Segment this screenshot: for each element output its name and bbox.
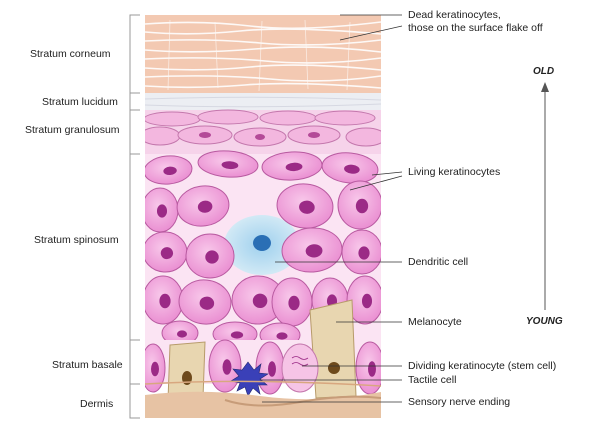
keratinocyte-cell — [276, 183, 334, 229]
keratinocyte-cell — [178, 279, 232, 325]
dendritic-cell-nucleus — [253, 235, 271, 251]
keratinocyte-cell — [145, 187, 179, 233]
stratum-lucidum-layer — [145, 93, 381, 110]
keratinocyte-cell — [231, 275, 285, 325]
label-stratum-spinosum: Stratum spinosum — [34, 234, 119, 246]
label-dividing-keratinocyte: Dividing keratinocyte (stem cell) — [408, 360, 557, 372]
granulosum-cells — [145, 109, 381, 147]
label-flake-off: those on the surface flake off — [408, 22, 543, 34]
keratinocyte-cell — [197, 150, 259, 178]
basal-keratinocyte-cell — [355, 341, 381, 395]
keratinocyte-cell — [161, 320, 199, 346]
label-dendritic-cell: Dendritic cell — [408, 256, 469, 268]
keratinocyte-cell — [337, 180, 381, 230]
tactile-cell — [230, 361, 269, 397]
label-young: YOUNG — [526, 316, 563, 327]
keratinocyte-cell — [145, 275, 184, 325]
label-dermis: Dermis — [80, 398, 114, 410]
label-tactile-cell: Tactile cell — [408, 374, 457, 386]
label-stratum-lucidum: Stratum lucidum — [42, 96, 118, 108]
melanocyte-cell — [167, 341, 206, 401]
keratinocyte-cell — [281, 227, 343, 273]
label-living-keratinocytes: Living keratinocytes — [408, 166, 501, 178]
keratinocyte-cell — [341, 229, 381, 275]
label-old: OLD — [533, 66, 555, 77]
label-melanocyte: Melanocyte — [408, 316, 462, 328]
basal-keratinocyte-cell — [145, 343, 166, 393]
keratinocyte-cell — [145, 231, 188, 273]
keratinocyte-cell — [346, 275, 381, 325]
label-dead-keratinocytes: Dead keratinocytes, — [408, 9, 501, 21]
label-stratum-corneum: Stratum corneum — [30, 48, 111, 60]
spinous-cells — [145, 150, 381, 348]
basal-keratinocyte-cell — [208, 339, 242, 393]
age-arrow — [541, 82, 549, 310]
label-stratum-basale: Stratum basale — [52, 359, 123, 371]
label-sensory-nerve-ending: Sensory nerve ending — [408, 396, 511, 408]
dividing-keratinocyte — [281, 343, 319, 393]
keratinocyte-cell — [271, 277, 313, 327]
keratinocyte-cell — [145, 155, 193, 185]
leader-lines — [260, 14, 403, 403]
keratinocyte-cell — [185, 233, 235, 279]
label-stratum-granulosum: Stratum granulosum — [25, 124, 120, 136]
keratinocyte-cell — [176, 185, 230, 227]
corneum-flakes — [145, 19, 381, 92]
keratinocyte-cell — [321, 152, 379, 184]
layer-brackets — [129, 14, 140, 419]
